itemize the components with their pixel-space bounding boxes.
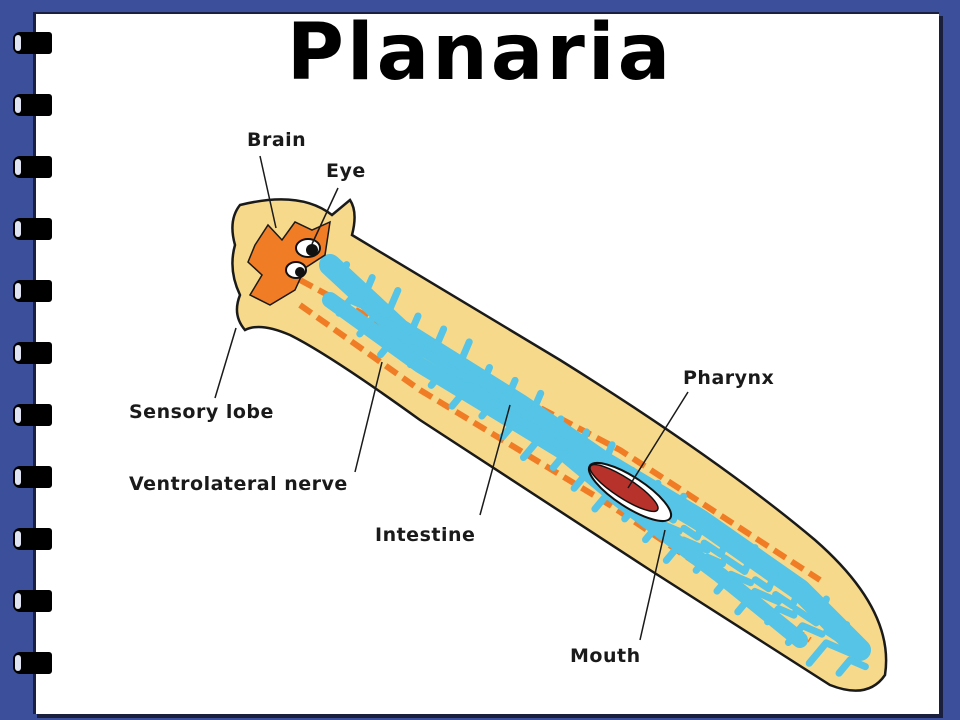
- intestine-branch: [406, 347, 441, 369]
- eye-spots: [285, 238, 321, 279]
- intestine-branch: [519, 433, 568, 462]
- intestine-branch: [335, 296, 369, 317]
- intestine-branch: [772, 582, 805, 610]
- intestine: [319, 254, 871, 677]
- binding-ring: [13, 32, 52, 54]
- binding-ring: [13, 652, 52, 674]
- binding-ring: [13, 404, 52, 426]
- label-brain: Brain: [247, 129, 307, 151]
- intestine-branch: [792, 595, 830, 627]
- intestine-branch: [734, 587, 783, 616]
- intestine-branch: [448, 382, 497, 410]
- intestine-branch: [478, 399, 512, 420]
- intestine-branch: [427, 365, 469, 389]
- intestine-branch: [506, 389, 545, 421]
- intestine-branch: [394, 312, 422, 335]
- label-pharynx: Pharynx: [683, 367, 775, 389]
- intestine-branch: [323, 261, 351, 284]
- label-leader-lines: [214, 155, 689, 641]
- intestine-branch: [764, 605, 798, 626]
- binding-ring: [13, 218, 52, 240]
- intestine-branch: [356, 313, 397, 338]
- intestine-branch: [486, 376, 519, 404]
- intestine-branch: [835, 656, 869, 677]
- intestine-branch: [692, 553, 727, 574]
- label-intestine: Intestine: [375, 524, 476, 546]
- intestine-branch: [751, 569, 779, 593]
- intestine-branch: [414, 325, 448, 353]
- intestine-branch: [823, 621, 851, 644]
- page-title: Planaria: [286, 8, 674, 98]
- binding-ring: [13, 590, 52, 612]
- intestine-branch: [377, 330, 425, 359]
- intestine-branch: [363, 286, 402, 318]
- label-sensory-lobe: Sensory lobe: [129, 401, 274, 423]
- binding-ring: [13, 466, 52, 488]
- intestine-branch: [549, 450, 584, 471]
- intestine-branch: [805, 639, 854, 667]
- label-mouth: Mouth: [570, 645, 641, 667]
- intestine-branch: [466, 363, 493, 387]
- label-eye: Eye: [326, 160, 366, 182]
- intestine-branch: [557, 428, 590, 455]
- intestine-branch: [700, 531, 733, 558]
- intestine-branch: [784, 622, 826, 647]
- pharynx: [587, 461, 673, 523]
- binding-ring: [13, 280, 52, 302]
- binding-ring: [13, 342, 52, 364]
- intestine-branch: [662, 536, 711, 564]
- intestine-branch: [537, 415, 565, 438]
- binding-ring: [13, 528, 52, 550]
- intestine-branch: [720, 544, 759, 575]
- binding-ring: [13, 94, 52, 116]
- binding-ring: [13, 156, 52, 178]
- intestine-branch: [642, 519, 683, 544]
- intestine-branch: [435, 338, 473, 370]
- intestine-branch: [343, 274, 376, 301]
- label-ventrolateral-nerve: Ventrolateral nerve: [129, 473, 348, 495]
- intestine-branch: [499, 416, 540, 441]
- intestine-branch: [713, 570, 755, 595]
- intestine-branch: [680, 518, 708, 541]
